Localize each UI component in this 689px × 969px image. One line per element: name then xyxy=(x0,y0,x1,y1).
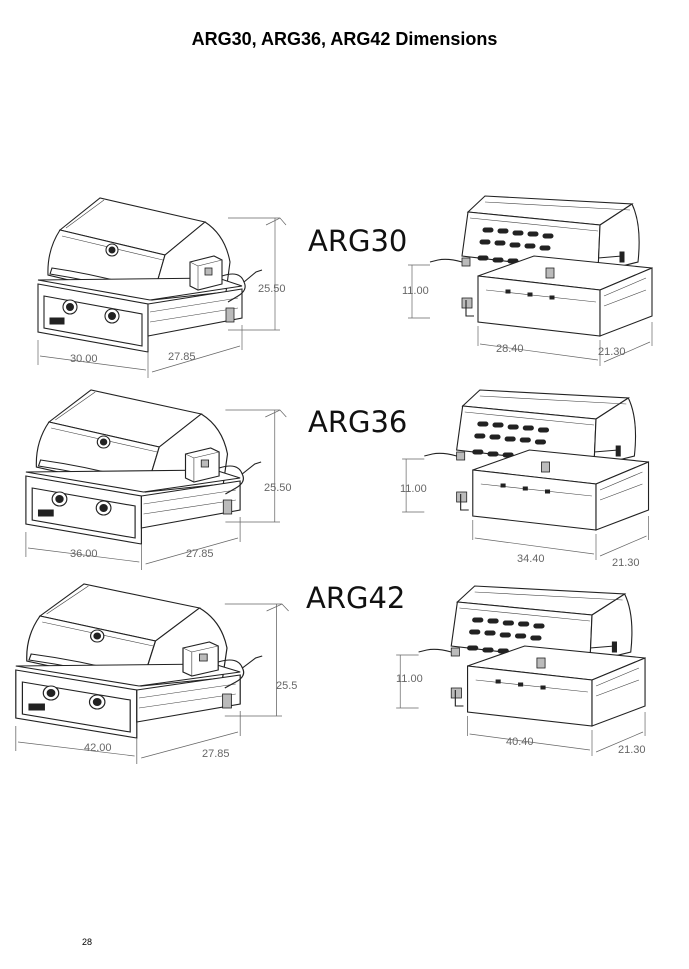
page-number: 28 xyxy=(82,937,93,947)
arg42-rear-depth-dim: 21.30 xyxy=(618,744,646,756)
arg36-rear-height-dim: 11.00 xyxy=(400,483,427,495)
arg30-height-dim: 25.50 xyxy=(258,283,286,295)
page-title: ARG30, ARG36, ARG42 Dimensions xyxy=(191,29,498,49)
model-label-arg36: ARG36 xyxy=(308,405,407,439)
arg36-depth-dim: 27.85 xyxy=(186,548,214,560)
arg30-width-dim: 30.00 xyxy=(70,353,98,365)
arg36-front-view xyxy=(25,389,287,571)
arg42-front-view xyxy=(15,583,290,765)
arg36-rear-width-dim: 34.40 xyxy=(517,553,545,565)
arg30-front-view xyxy=(37,197,287,379)
arg42-depth-dim: 27.85 xyxy=(202,748,230,760)
arg30-rear-width-dim: 28.40 xyxy=(496,343,524,355)
arg42-rear-width-dim: 40.40 xyxy=(506,736,534,748)
arg30-rear-height-dim: 11.00 xyxy=(402,285,429,297)
model-label-arg42: ARG42 xyxy=(306,581,405,615)
arg42-width-dim: 42.00 xyxy=(84,742,112,754)
arg36-rear-view xyxy=(401,389,650,561)
arg36-width-dim: 36.00 xyxy=(70,548,98,560)
model-label-arg30: ARG30 xyxy=(308,224,407,258)
arg42-rear-height-dim: 11.00 xyxy=(396,673,423,685)
arg36-rear-depth-dim: 21.30 xyxy=(612,557,640,569)
arg42-rear-view xyxy=(395,585,646,757)
arg30-depth-dim: 27.85 xyxy=(168,351,196,363)
arg36-height-dim: 25.50 xyxy=(264,482,292,494)
arg30-rear-depth-dim: 21.30 xyxy=(598,346,626,358)
arg30-rear-view xyxy=(407,195,653,367)
arg42-height-dim: 25.5 xyxy=(276,680,297,692)
